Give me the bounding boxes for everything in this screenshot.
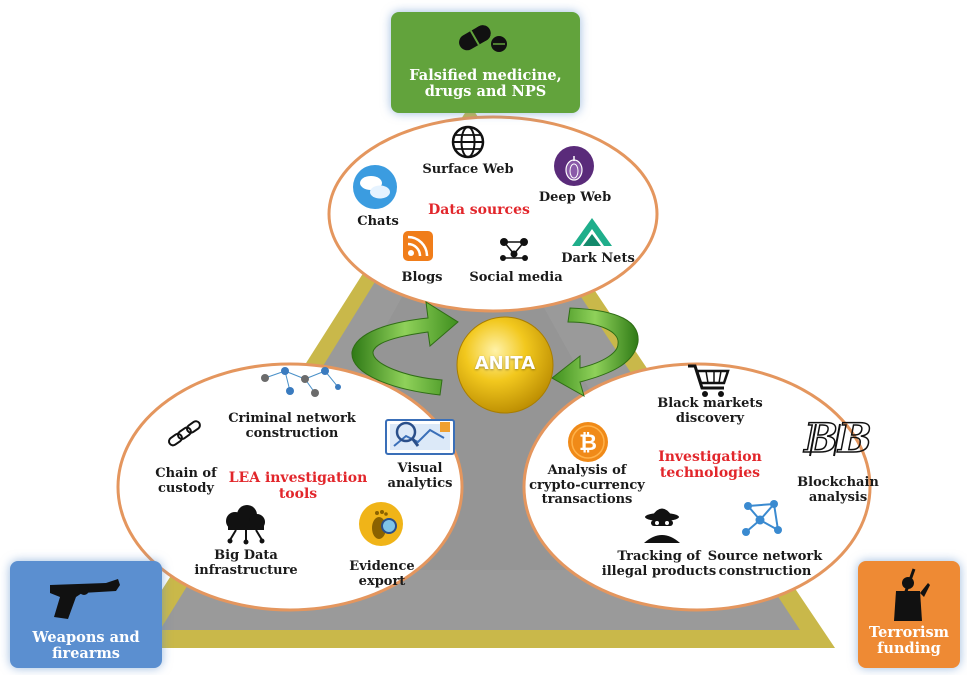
chats-label: Chats [357, 214, 399, 229]
chain-link-icon [167, 420, 201, 447]
evidence-footprint-icon [359, 502, 403, 546]
svg-text:₿: ₿ [579, 431, 597, 456]
globe-icon [451, 125, 485, 159]
blockchain-bitcoin-icon: BB [802, 414, 872, 463]
falsified-medicine-label: Falsified medicine,drugs and NPS [409, 67, 562, 101]
tor-onion-icon [554, 146, 594, 186]
surface-web-label: Surface Web [422, 162, 514, 177]
dark-nets-icon [572, 218, 612, 246]
rss-blog-icon [403, 231, 433, 261]
lea-tools-ellipse [116, 362, 464, 612]
pill-icon [459, 25, 507, 52]
social-network-icon [500, 238, 528, 261]
militant-silhouette-icon [894, 568, 930, 621]
network-people-icon [261, 367, 341, 397]
anita-label: ANITA [474, 353, 536, 374]
arrow-left-cycle [351, 301, 459, 396]
big-data-cloud-icon [226, 505, 265, 545]
source-network-icon [742, 500, 782, 536]
bitcoin-icon: ₿ [568, 422, 608, 462]
social-media-label: Social media [469, 270, 563, 285]
falsified-medicine-box: Falsified medicine,drugs and NPS [391, 12, 580, 113]
spy-agent-icon [644, 508, 680, 543]
deep-web-label: Deep Web [538, 190, 612, 205]
investigation-tech-ellipse [522, 362, 872, 612]
arrow-right-cycle [551, 307, 639, 398]
chat-bubbles-icon [353, 165, 397, 209]
anita-center-circle [456, 316, 554, 414]
pistol-icon [50, 579, 120, 619]
blogs-label: Blogs [401, 270, 443, 285]
dark-nets-label: Dark Nets [561, 251, 635, 266]
shopping-cart-icon [688, 364, 730, 397]
visual-analytics-icon [385, 419, 455, 455]
data-sources-title: Data sources [428, 202, 530, 218]
